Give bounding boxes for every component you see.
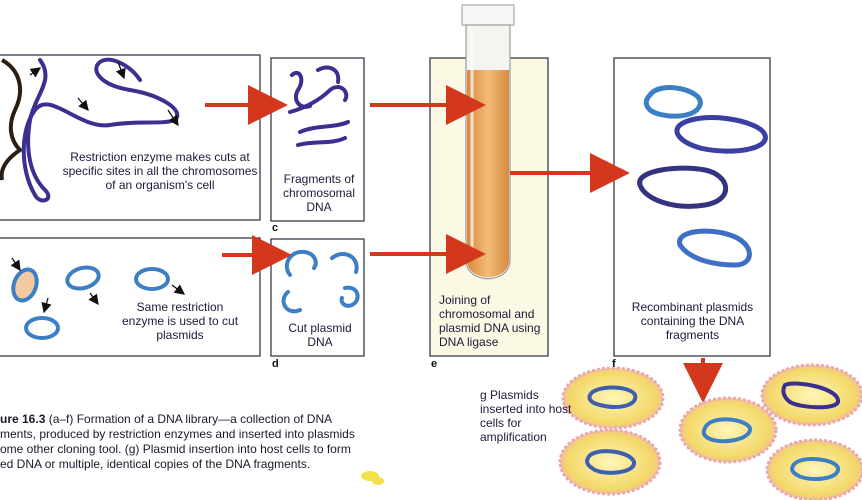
cell-membrane [0, 58, 24, 181]
host-cells [558, 363, 862, 500]
dna-fragment [288, 85, 349, 114]
panel-b [0, 237, 261, 357]
host-cell [678, 396, 778, 464]
panel-d-tag: d [272, 358, 279, 370]
panel-e-tag: e [431, 358, 438, 370]
chromosome-strand [21, 57, 180, 203]
recombinant-plasmid [637, 165, 729, 209]
recombinant-plasmid [643, 85, 703, 119]
figure-caption: ure 16.3 (a–f) Formation of a DNA librar… [0, 412, 400, 472]
caption-figure-number: ure 16.3 [0, 412, 46, 426]
panel-f-text: Recombinant plasmids containing the DNA … [631, 300, 754, 342]
host-cell [760, 363, 862, 427]
plasmid [24, 316, 60, 340]
panel-b-text: Same restriction enzyme is used to cut p… [121, 300, 239, 342]
flow-arrows [205, 85, 723, 403]
panel-a [0, 54, 261, 221]
host-cell [561, 366, 665, 430]
panel-c-tag: c [272, 222, 279, 234]
dna-fragment [296, 136, 347, 147]
yellow-cell-icon [361, 471, 384, 485]
panel-c-text: Fragments of chromosomal DNA [282, 172, 356, 214]
panel-d-text: Cut plasmid DNA [288, 321, 352, 349]
panel-a-text: Restriction enzyme makes cuts at specifi… [62, 150, 258, 192]
host-cell [558, 428, 662, 496]
caption-line-1: ure 16.3 (a–f) Formation of a DNA librar… [0, 412, 333, 426]
recombinant-plasmid [677, 228, 752, 268]
panel-e-text: Joining of chromosomal and plasmid DNA u… [439, 293, 541, 349]
panel-f-tag: f [612, 358, 616, 370]
host-cell [765, 438, 862, 500]
dna-fragment [298, 120, 350, 134]
dna-fragment [316, 65, 341, 84]
cut-plasmid [339, 285, 360, 308]
caption-line-2: ments, produced by restriction enzymes a… [0, 427, 355, 441]
recombinant-plasmid [674, 115, 768, 154]
caption-line-3: ome other cloning tool. (g) Plasmid inse… [0, 442, 351, 456]
caption-line-4: ed DNA or multiple, identical copies of … [0, 457, 311, 471]
cut-plasmid [281, 290, 302, 314]
plasmid [11, 267, 39, 303]
dna-fragment [290, 70, 312, 109]
plasmid [65, 265, 101, 291]
panel-g-text: g Plasmids inserted into host cells for … [480, 388, 572, 444]
cut-plasmid [284, 249, 318, 277]
panel-c [270, 57, 365, 222]
cut-plasmid [330, 252, 359, 274]
test-tube [461, 4, 515, 280]
panel-f [613, 57, 771, 357]
plasmid [134, 267, 170, 291]
